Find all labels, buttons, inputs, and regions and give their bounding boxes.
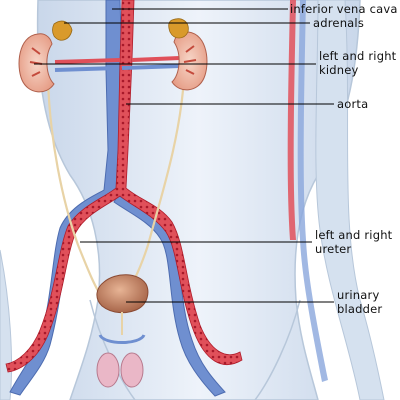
left-ureter	[46, 79, 105, 301]
label-inferior-vena-cava: inferior vena cava	[290, 2, 398, 16]
right-arm-silhouette	[315, 0, 385, 400]
label-ureter: left and right ureter	[315, 228, 393, 256]
lower-organ-right	[120, 352, 144, 388]
renal-vessels-right	[131, 56, 181, 62]
label-kidney: left and right kidney	[319, 49, 397, 77]
renal-veins-right	[121, 64, 181, 70]
left-adrenal	[52, 20, 73, 41]
aorta	[5, 0, 243, 373]
label-bladder: urinary bladder	[337, 288, 383, 316]
right-kidney-drawing	[171, 31, 208, 91]
renal-veins-left	[54, 66, 119, 72]
lower-vessel	[98, 334, 146, 344]
arm-artery	[287, 0, 296, 240]
left-arm-silhouette	[0, 249, 13, 400]
renal-vessels-left	[54, 58, 121, 64]
urinary-bladder	[96, 274, 149, 314]
label-adrenals: adrenals	[313, 16, 365, 30]
lower-organ-left	[96, 352, 120, 388]
arm-vein	[297, 0, 328, 382]
right-adrenal	[168, 18, 189, 39]
label-aorta: aorta	[337, 97, 369, 111]
